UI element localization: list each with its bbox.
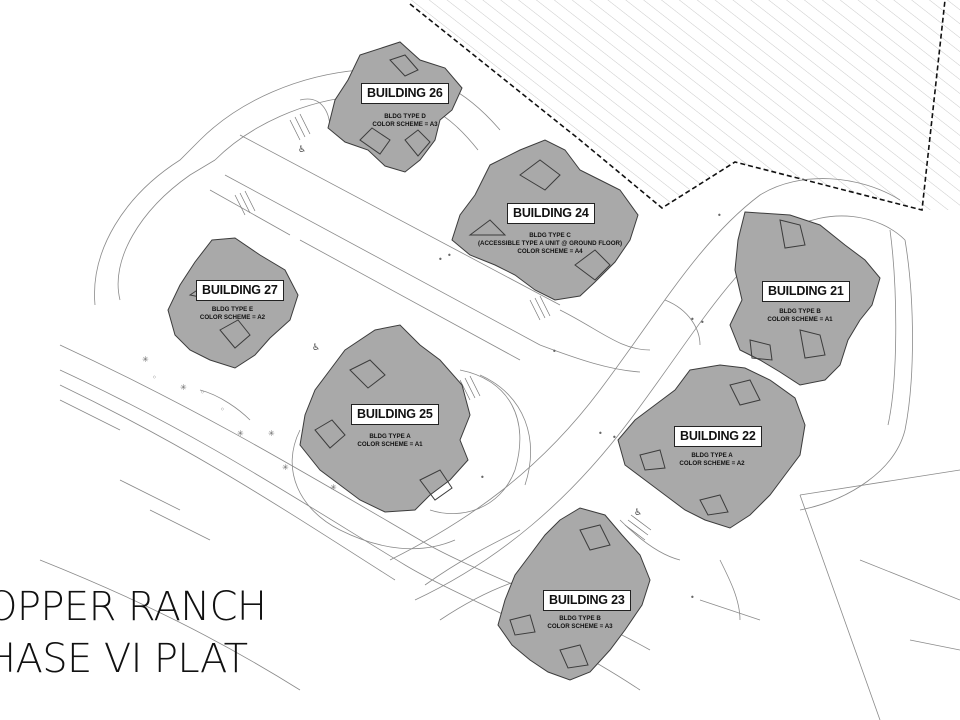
svg-text:•: • (447, 251, 452, 260)
building-26-details: BLDG TYPE D COLOR SCHEME = A3 (345, 113, 465, 129)
building-21-label: BUILDING 21 (762, 281, 850, 302)
svg-text:✳: ✳ (268, 429, 275, 438)
plat-title-line-2: HASE VI PLAT (0, 636, 248, 682)
building-24-accessible-note: (ACCESSIBLE TYPE A UNIT @ GROUND FLOOR) (477, 240, 623, 247)
building-23-type: BLDG TYPE B (559, 615, 601, 622)
building-27-color-scheme: COLOR SCHEME = A2 (199, 314, 266, 321)
building-25-details: BLDG TYPE A COLOR SCHEME = A1 (330, 433, 450, 449)
building-27-footprint (167, 237, 299, 369)
svg-text:•: • (612, 433, 617, 442)
building-21-type: BLDG TYPE B (779, 308, 821, 315)
building-24-type: BLDG TYPE C (529, 232, 571, 239)
building-25-label: BUILDING 25 (351, 404, 439, 425)
svg-text:•: • (438, 255, 443, 264)
svg-text:•: • (690, 593, 695, 602)
svg-text:•: • (598, 429, 603, 438)
svg-text:◦: ◦ (152, 373, 157, 382)
building-26-type: BLDG TYPE D (384, 113, 426, 120)
svg-text:•: • (552, 347, 557, 356)
building-21-details: BLDG TYPE B COLOR SCHEME = A1 (740, 308, 860, 324)
building-22-label: BUILDING 22 (674, 426, 762, 447)
building-25-type: BLDG TYPE A (369, 433, 411, 440)
building-26-color-scheme: COLOR SCHEME = A3 (372, 121, 438, 128)
svg-text:♿: ♿ (312, 343, 320, 353)
hatched-open-space (410, 0, 960, 210)
svg-text:✳: ✳ (142, 355, 149, 364)
svg-text:•: • (700, 318, 705, 327)
building-26-footprint (327, 41, 463, 173)
building-22-type: BLDG TYPE A (691, 452, 733, 459)
svg-text:✳: ✳ (330, 483, 337, 492)
building-23-color-scheme: COLOR SCHEME = A3 (547, 623, 613, 630)
building-26-label: BUILDING 26 (361, 83, 449, 104)
plat-title-line-1: OPPER RANCH (0, 584, 267, 630)
svg-text:•: • (480, 473, 485, 482)
building-22-color-scheme: COLOR SCHEME = A2 (679, 460, 745, 467)
building-21-color-scheme: COLOR SCHEME = A1 (767, 316, 833, 323)
svg-text:•: • (690, 315, 695, 324)
building-23-details: BLDG TYPE B COLOR SCHEME = A3 (520, 615, 640, 631)
svg-text:♿: ♿ (634, 508, 642, 518)
svg-text:✳: ✳ (237, 429, 244, 438)
accessible-parking-icon: ♿ ♿ ♿ (298, 145, 642, 518)
building-27-details: BLDG TYPE E COLOR SCHEME = A2 (175, 306, 290, 322)
building-23-label: BUILDING 23 (543, 590, 631, 611)
svg-text:✳: ✳ (180, 383, 187, 392)
building-24-color-scheme: COLOR SCHEME = A4 (517, 248, 583, 255)
building-27-type: BLDG TYPE E (211, 306, 254, 313)
building-24-details: BLDG TYPE C (ACCESSIBLE TYPE A UNIT @ GR… (470, 232, 630, 256)
svg-text:◦: ◦ (200, 388, 205, 397)
building-27-label: BUILDING 27 (196, 280, 284, 301)
svg-text:◦: ◦ (220, 405, 225, 414)
svg-text:✳: ✳ (282, 463, 289, 472)
parking-stripes (234, 113, 652, 541)
building-24-label: BUILDING 24 (507, 203, 595, 224)
svg-text:•: • (717, 211, 722, 220)
svg-text:♿: ♿ (298, 145, 306, 155)
building-22-details: BLDG TYPE A COLOR SCHEME = A2 (652, 452, 772, 468)
building-25-color-scheme: COLOR SCHEME = A1 (357, 441, 423, 448)
